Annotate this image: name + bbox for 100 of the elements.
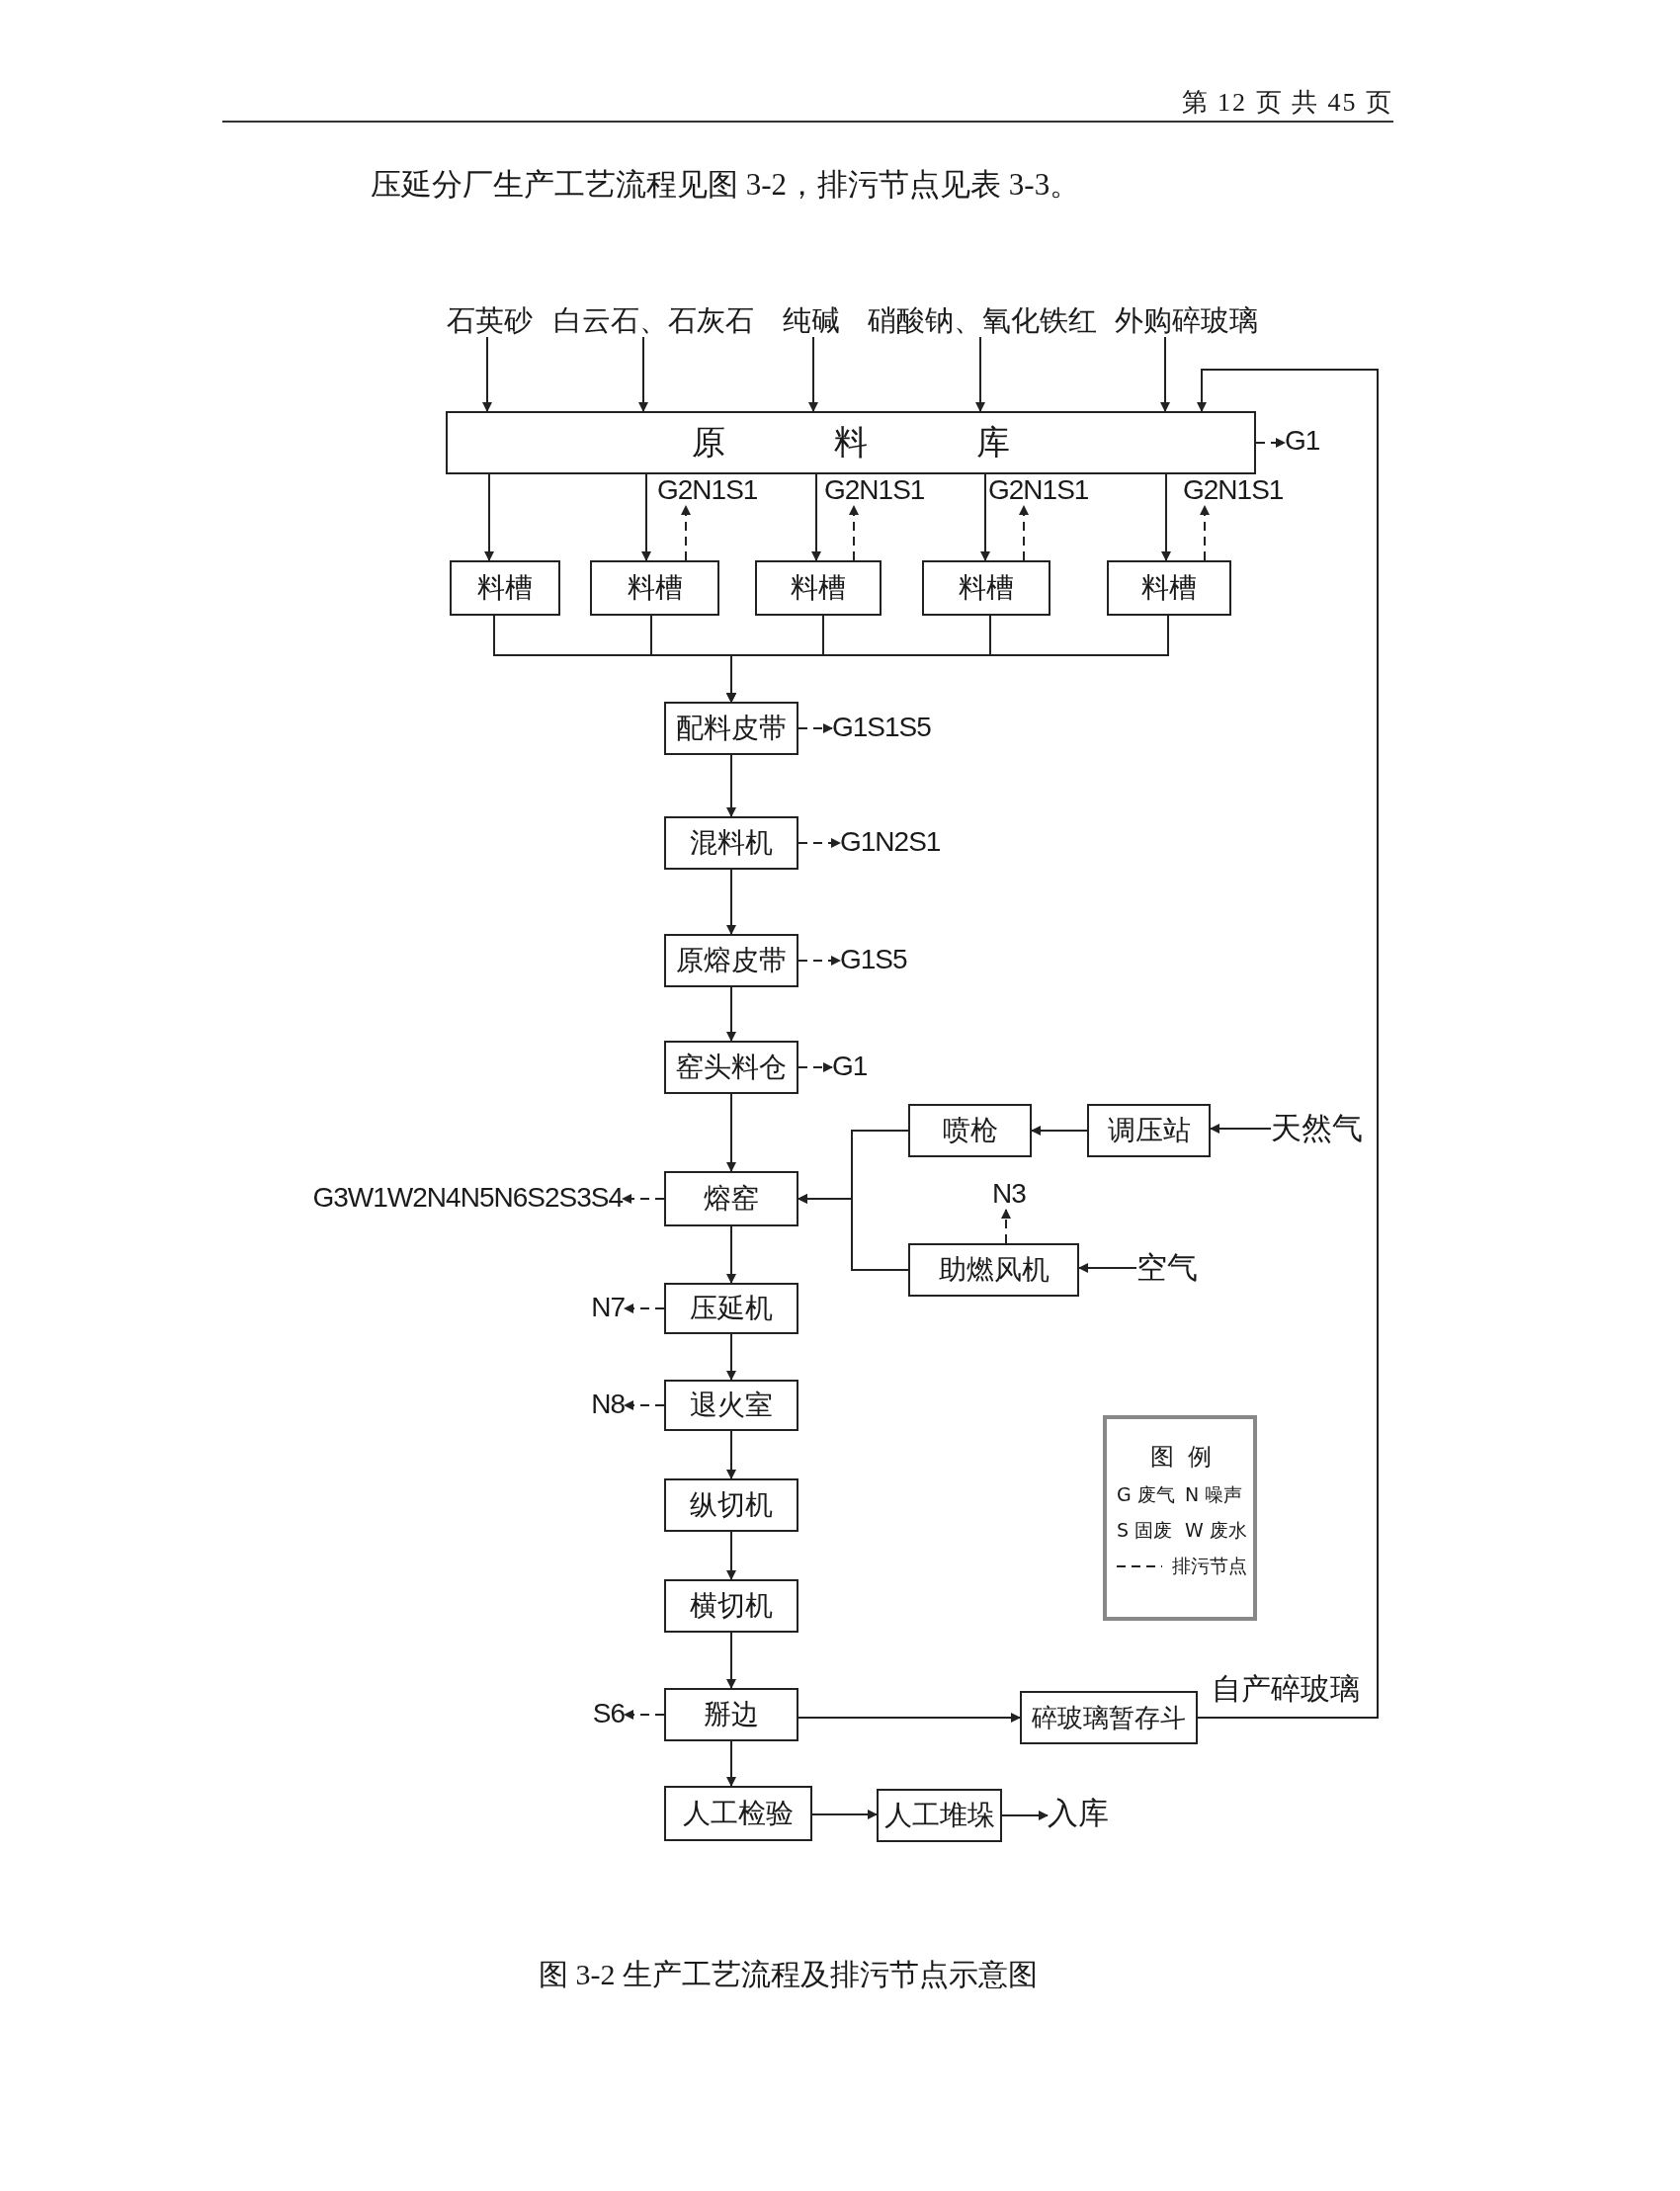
arrow xyxy=(1161,473,1171,561)
process-box xyxy=(908,1104,1032,1157)
process-box xyxy=(1020,1691,1198,1744)
arrow xyxy=(726,1740,736,1787)
process-label: 纵切机 xyxy=(690,1489,773,1521)
process-box xyxy=(664,1579,798,1633)
arrow xyxy=(798,1713,1021,1723)
arrow xyxy=(484,473,494,561)
process-label: 压延机 xyxy=(690,1293,773,1324)
arrow xyxy=(798,1194,909,1271)
arrow xyxy=(726,1430,736,1479)
process-box xyxy=(1087,1104,1211,1157)
process-box xyxy=(664,934,798,987)
emission-label: G2N1S1 xyxy=(988,474,1089,507)
process-box xyxy=(664,1478,798,1532)
arrow xyxy=(811,473,821,561)
legend-text: N 噪声 xyxy=(1184,1482,1243,1507)
material-label: 白云石、石灰石 xyxy=(553,304,754,338)
arrow xyxy=(1160,336,1170,412)
legend-text: W 废水 xyxy=(1184,1518,1247,1543)
emission-label: G1S1S5 xyxy=(832,712,931,744)
material-label: 石英砂 xyxy=(447,304,533,338)
emission-label: G3W1W2N4N5N6S2S3S4 xyxy=(312,1182,623,1215)
page-number: 第 12 页 共 45 页 xyxy=(1181,87,1393,119)
process-box xyxy=(877,1789,1002,1842)
material-label: 硝酸钠、氧化铁红 xyxy=(868,304,1097,338)
process-label: 混料机 xyxy=(690,827,773,859)
dashed-arrow xyxy=(622,1194,665,1204)
dashed-arrow xyxy=(624,1400,665,1410)
dashed-arrow xyxy=(798,838,841,848)
process-box xyxy=(446,411,1256,474)
dashed-arrow xyxy=(1001,1209,1011,1244)
process-box xyxy=(1107,560,1231,616)
process-label: 碎玻璃暂存斗 xyxy=(1032,1703,1186,1732)
process-label: 窑头料仓 xyxy=(676,1052,787,1083)
emission-label: S6 xyxy=(592,1698,625,1730)
arrow xyxy=(641,473,651,561)
output-label: 入库 xyxy=(1048,1796,1109,1831)
emission-label: G1S5 xyxy=(840,944,907,976)
emission-label: G2N1S1 xyxy=(1183,474,1284,507)
arrow xyxy=(1197,369,1379,1719)
process-label: 人工堆垛 xyxy=(883,1800,995,1831)
emission-label: G1 xyxy=(1285,425,1320,458)
process-box xyxy=(664,1786,812,1841)
process-label: 调压站 xyxy=(1107,1115,1191,1146)
arrow xyxy=(638,336,648,412)
arrow xyxy=(808,336,818,412)
arrow xyxy=(726,1531,736,1580)
process-box xyxy=(664,816,798,870)
process-label: 退火室 xyxy=(690,1390,773,1421)
process-label: 配料皮带 xyxy=(676,713,787,744)
legend-text: S 固废 xyxy=(1117,1518,1173,1543)
process-box xyxy=(664,1283,798,1334)
dashed-arrow xyxy=(1200,505,1210,561)
process-box xyxy=(664,1171,798,1226)
legend-text: 排污节点 xyxy=(1172,1554,1247,1578)
process-label: 助燃风机 xyxy=(938,1254,1050,1286)
dashed-arrow xyxy=(798,956,841,966)
figure-caption: 图 3-2 生产工艺流程及排污节点示意图 xyxy=(539,1957,1038,1992)
input-label: 天然气 xyxy=(1271,1111,1363,1146)
process-label: 料槽 xyxy=(1141,572,1197,604)
process-label: 料槽 xyxy=(627,572,683,604)
arrow xyxy=(726,1225,736,1284)
process-label: 料槽 xyxy=(959,572,1014,604)
process-label: 人工检验 xyxy=(683,1798,794,1829)
process-label: 原料库 xyxy=(692,424,1119,462)
process-label: 横切机 xyxy=(690,1590,773,1622)
emission-label: G1N2S1 xyxy=(840,826,941,859)
arrow xyxy=(726,1632,736,1689)
arrow xyxy=(726,754,736,817)
dashed-arrow xyxy=(624,1304,665,1313)
material-label: 外购碎玻璃 xyxy=(1115,304,1258,338)
arrow xyxy=(811,1810,878,1819)
arrow xyxy=(726,869,736,935)
process-box xyxy=(590,560,719,616)
legend-text: G 废气 xyxy=(1117,1482,1175,1507)
legend-title: 图例 xyxy=(1150,1442,1225,1473)
dashed-arrow xyxy=(624,1710,665,1720)
input-label: 空气 xyxy=(1136,1250,1198,1286)
arrow xyxy=(482,336,492,412)
arrow xyxy=(726,986,736,1042)
process-box xyxy=(755,560,882,616)
process-box xyxy=(664,702,798,755)
process-box xyxy=(664,1380,798,1431)
process-box xyxy=(664,1688,798,1741)
arrow xyxy=(980,473,990,561)
material-label: 纯碱 xyxy=(783,304,840,338)
emission-label: G2N1S1 xyxy=(657,474,758,507)
process-label: 熔窑 xyxy=(704,1183,759,1215)
process-label: 料槽 xyxy=(791,572,846,604)
emission-label: G1 xyxy=(832,1051,868,1083)
arrow xyxy=(1078,1263,1137,1273)
dashed-arrow xyxy=(1019,505,1029,561)
arrow xyxy=(726,615,1169,703)
emission-label: N8 xyxy=(591,1389,625,1421)
emission-label: G2N1S1 xyxy=(824,474,925,507)
arrow xyxy=(975,336,985,412)
dashed-arrow xyxy=(798,723,833,733)
dashed-arrow xyxy=(1255,438,1286,448)
dashed-arrow xyxy=(849,505,859,561)
